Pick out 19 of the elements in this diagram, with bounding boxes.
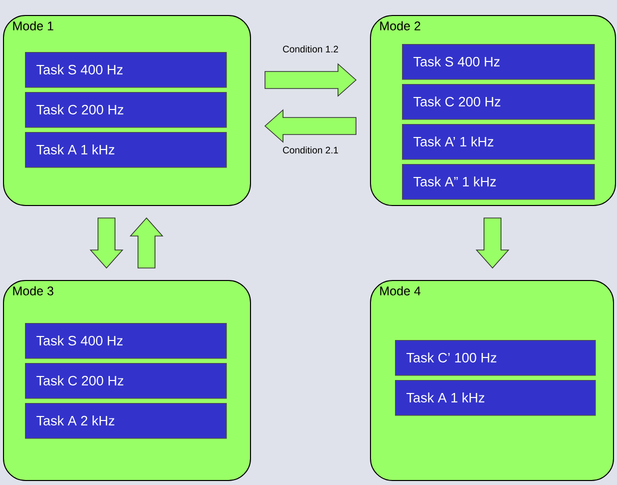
task-box: Task S 400 Hz — [402, 44, 595, 80]
task-box: Task S 400 Hz — [25, 323, 227, 359]
block-arrow — [130, 217, 164, 268]
task-box: Task C 200 Hz — [25, 363, 227, 399]
task-box: Task A 2 kHz — [25, 403, 227, 439]
block-arrow — [264, 109, 356, 143]
task-box: Task C 200 Hz — [25, 92, 227, 128]
edge-label: Condition 1.2 — [282, 44, 340, 54]
task-box: Task A’ 1 kHz — [402, 124, 595, 160]
task-box: Task A” 1 kHz — [402, 164, 595, 200]
task-box: Task A 1 kHz — [25, 132, 227, 168]
block-arrow — [476, 218, 510, 269]
task-box: Task S 400 Hz — [25, 52, 227, 88]
task-box: Task C’ 100 Hz — [395, 340, 596, 376]
edge-label: Condition 2.1 — [282, 146, 340, 154]
task-box: Task A 1 kHz — [395, 380, 596, 416]
block-arrow — [90, 218, 124, 269]
task-box: Task C 200 Hz — [402, 84, 595, 120]
block-arrow — [264, 63, 357, 97]
